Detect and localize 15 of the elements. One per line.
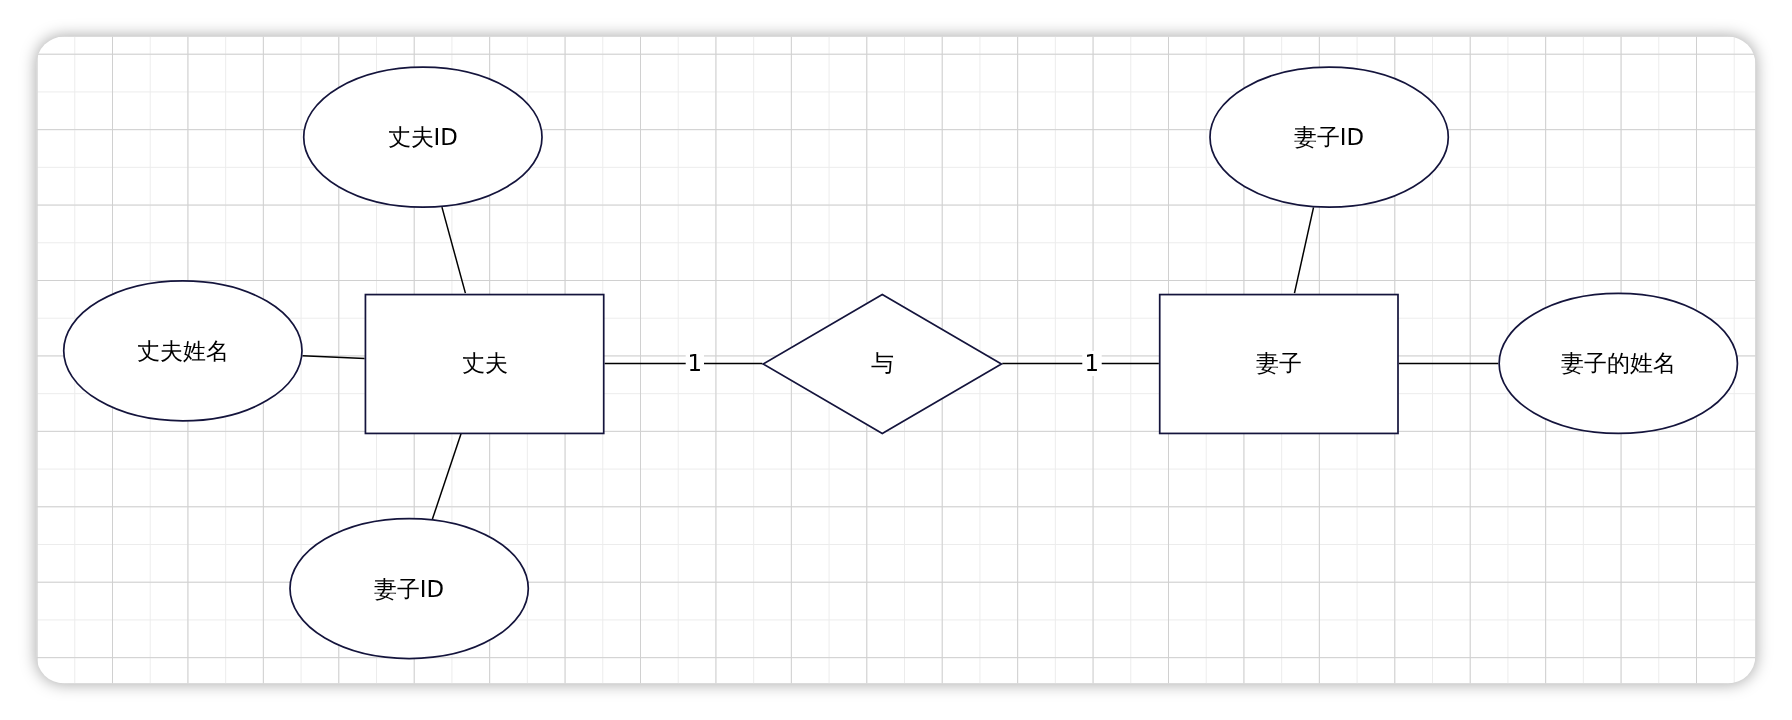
entity-name: 妻子 [1256, 348, 1302, 379]
connector-line [1398, 362, 1500, 365]
cardinality-label: 1 [1082, 350, 1102, 376]
attribute-name: 妻子ID [1294, 121, 1365, 153]
relationship-name: 与 [870, 348, 894, 379]
entity-name: 丈夫 [461, 348, 508, 379]
connector-line [431, 432, 462, 520]
connector-line [301, 355, 366, 360]
connector-line [603, 362, 764, 365]
attribute-name: 妻子ID [374, 573, 445, 604]
attribute-name: 妻子的姓名 [1561, 348, 1676, 379]
attribute-name: 丈夫姓名 [137, 335, 229, 366]
connector-line [441, 206, 467, 294]
attribute-name: 丈夫ID [387, 121, 458, 153]
connector-line [1293, 206, 1315, 294]
